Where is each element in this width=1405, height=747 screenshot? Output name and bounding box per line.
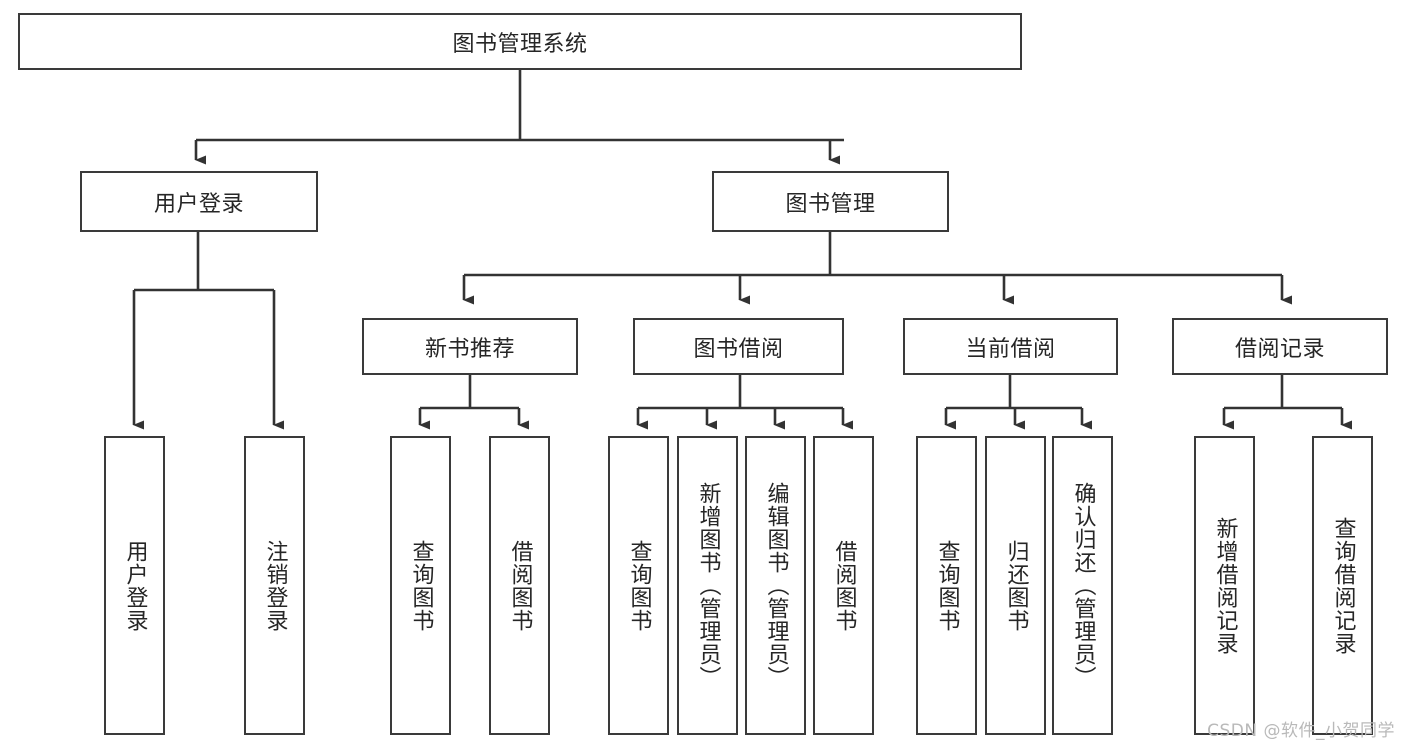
node-leaf-logout-label: 注销登录 xyxy=(262,539,288,632)
node-leaf-edit-book[interactable]: 编辑图书（管理员） xyxy=(745,436,806,735)
node-leaf-query-book-1-label: 查询图书 xyxy=(408,539,434,632)
node-book-borrow[interactable]: 图书借阅 xyxy=(633,318,844,375)
node-root[interactable]: 图书管理系统 xyxy=(18,13,1022,70)
node-leaf-query-book-2-label: 查询图书 xyxy=(626,539,652,632)
node-leaf-borrow-book-1-label: 借阅图书 xyxy=(507,539,533,632)
node-leaf-edit-book-label: 编辑图书（管理员） xyxy=(763,482,789,689)
node-new-book-rec[interactable]: 新书推荐 xyxy=(362,318,578,375)
node-book-manage-label: 图书管理 xyxy=(785,191,876,217)
node-book-manage[interactable]: 图书管理 xyxy=(712,171,949,232)
node-leaf-add-book[interactable]: 新增图书（管理员） xyxy=(677,436,738,735)
node-leaf-borrow-book-1[interactable]: 借阅图书 xyxy=(489,436,550,735)
node-leaf-logout[interactable]: 注销登录 xyxy=(244,436,305,735)
node-leaf-confirm-return-label: 确认归还（管理员） xyxy=(1070,482,1096,689)
node-leaf-query-record-label: 查询借阅记录 xyxy=(1330,516,1356,655)
node-borrow-record[interactable]: 借阅记录 xyxy=(1172,318,1388,375)
node-book-borrow-label: 图书借阅 xyxy=(693,336,784,362)
node-leaf-add-record[interactable]: 新增借阅记录 xyxy=(1194,436,1255,735)
node-leaf-query-record[interactable]: 查询借阅记录 xyxy=(1312,436,1373,735)
node-leaf-user-login-label: 用户登录 xyxy=(122,539,148,632)
node-user-login[interactable]: 用户登录 xyxy=(80,171,318,232)
csdn-watermark: CSDN @软件_小贺同学 xyxy=(1207,721,1395,741)
node-leaf-add-record-label: 新增借阅记录 xyxy=(1212,516,1238,655)
node-leaf-query-book-2[interactable]: 查询图书 xyxy=(608,436,669,735)
node-borrow-record-label: 借阅记录 xyxy=(1234,336,1325,362)
node-user-login-label: 用户登录 xyxy=(153,191,244,217)
node-leaf-confirm-return[interactable]: 确认归还（管理员） xyxy=(1052,436,1113,735)
node-current-borrow-label: 当前借阅 xyxy=(965,336,1056,362)
node-leaf-add-book-label: 新增图书（管理员） xyxy=(695,482,721,689)
node-leaf-user-login[interactable]: 用户登录 xyxy=(104,436,165,735)
node-leaf-borrow-book-2-label: 借阅图书 xyxy=(831,539,857,632)
node-leaf-query-book-1[interactable]: 查询图书 xyxy=(390,436,451,735)
node-current-borrow[interactable]: 当前借阅 xyxy=(903,318,1118,375)
node-root-label: 图书管理系统 xyxy=(452,31,588,57)
node-leaf-query-book-3[interactable]: 查询图书 xyxy=(916,436,977,735)
node-leaf-return-book[interactable]: 归还图书 xyxy=(985,436,1046,735)
node-leaf-query-book-3-label: 查询图书 xyxy=(934,539,960,632)
node-leaf-return-book-label: 归还图书 xyxy=(1003,539,1029,632)
node-leaf-borrow-book-2[interactable]: 借阅图书 xyxy=(813,436,874,735)
node-new-book-rec-label: 新书推荐 xyxy=(424,336,515,362)
